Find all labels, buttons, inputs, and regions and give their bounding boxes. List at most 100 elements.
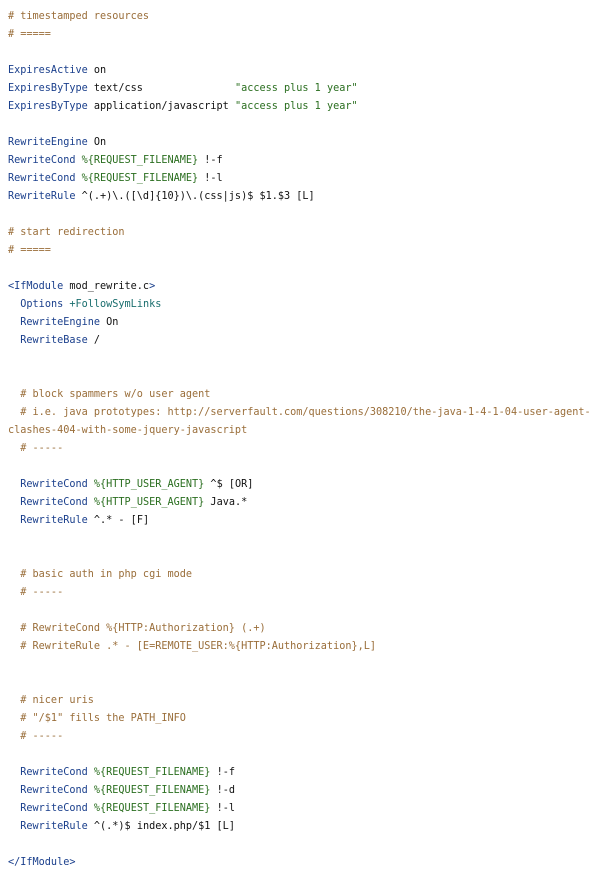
code-line: ExpiresByType text/css "access plus 1 ye… <box>8 80 600 98</box>
code-token-plain <box>8 767 20 778</box>
code-line: RewriteCond %{REQUEST_FILENAME} !-f <box>8 152 600 170</box>
code-token-directive: RewriteBase <box>20 335 88 346</box>
code-token-var: %{HTTP_USER_AGENT} <box>93 479 205 490</box>
code-line: # ----- <box>8 440 600 458</box>
code-line: # ===== <box>8 242 600 260</box>
code-token-plain: ^$ [OR] <box>204 479 254 490</box>
code-token-plain: text/css <box>87 83 235 94</box>
code-token-plain: ^(.+)\.([\d]{10})\.(css|js)$ $1.$3 [L] <box>75 191 315 202</box>
code-token-comment: # i.e. java prototypes: http://serverfau… <box>8 407 591 418</box>
code-token-comment: # "/$1" fills the PATH_INFO <box>8 713 186 724</box>
code-token-comment: # ----- <box>8 587 64 598</box>
code-token-directive: RewriteRule <box>20 821 88 832</box>
code-token-var: %{HTTP_USER_AGENT} <box>93 497 205 508</box>
code-line: # ===== <box>8 26 600 44</box>
code-token-directive: RewriteCond <box>8 173 76 184</box>
code-token-plain: !-f <box>210 767 235 778</box>
code-token-plain: application/javascript <box>87 101 235 112</box>
code-token-comment: # timestamped resources <box>8 11 150 22</box>
code-token-plain <box>8 785 20 796</box>
code-line: ExpiresByType application/javascript "ac… <box>8 98 600 116</box>
code-token-directive: ExpiresByType <box>8 101 88 112</box>
blank-line <box>8 206 600 224</box>
code-token-comment: # ----- <box>8 731 64 742</box>
code-token-directive: RewriteCond <box>20 785 88 796</box>
code-token-plain <box>8 497 20 508</box>
code-token-comment: # ===== <box>8 245 51 256</box>
code-token-tag: > <box>149 281 156 292</box>
code-token-plain <box>8 515 20 526</box>
code-line: clashes-404-with-some-jquery-javascript <box>8 422 600 440</box>
code-token-plain: mod_rewrite.c <box>63 281 150 292</box>
code-line: # RewriteCond %{HTTP:Authorization} (.+) <box>8 620 600 638</box>
code-line: RewriteRule ^(.*)$ index.php/$1 [L] <box>8 818 600 836</box>
code-line: RewriteCond %{REQUEST_FILENAME} !-l <box>8 170 600 188</box>
code-token-plain <box>8 317 20 328</box>
code-line: # ----- <box>8 728 600 746</box>
blank-line <box>8 44 600 62</box>
code-line: RewriteEngine On <box>8 134 600 152</box>
code-token-directive: RewriteEngine <box>20 317 101 328</box>
code-line: # timestamped resources <box>8 8 600 26</box>
code-token-plain <box>8 299 20 310</box>
code-token-plain <box>8 479 20 490</box>
code-line: RewriteRule ^.* - [F] <box>8 512 600 530</box>
code-line: # start redirection <box>8 224 600 242</box>
code-token-directive: RewriteEngine <box>8 137 88 148</box>
code-line: # ----- <box>8 584 600 602</box>
code-token-comment: # block spammers w/o user agent <box>8 389 211 400</box>
code-token-directive: RewriteRule <box>8 191 76 202</box>
code-line: # RewriteRule .* - [E=REMOTE_USER:%{HTTP… <box>8 638 600 656</box>
code-line: RewriteBase / <box>8 332 600 350</box>
code-token-comment: clashes-404-with-some-jquery-javascript <box>8 425 248 436</box>
code-token-directive: RewriteCond <box>20 767 88 778</box>
code-line: # i.e. java prototypes: http://serverfau… <box>8 404 600 422</box>
blank-line <box>8 836 600 854</box>
code-token-var: %{REQUEST_FILENAME} <box>81 173 199 184</box>
code-token-directive: ExpiresByType <box>8 83 88 94</box>
code-token-plain <box>8 821 20 832</box>
code-token-plain: Java.* <box>204 497 248 508</box>
blank-line <box>8 656 600 674</box>
code-token-plain <box>8 803 20 814</box>
code-line: ExpiresActive on <box>8 62 600 80</box>
blank-line <box>8 548 600 566</box>
code-token-plain: !-f <box>198 155 223 166</box>
code-token-comment: # nicer uris <box>8 695 94 706</box>
code-token-directive: RewriteRule <box>20 515 88 526</box>
code-token-plain <box>8 335 20 346</box>
code-token-plain: on <box>87 65 107 76</box>
code-token-comment: # RewriteCond %{HTTP:Authorization} (.+) <box>8 623 266 634</box>
blank-line <box>8 458 600 476</box>
blank-line <box>8 116 600 134</box>
code-line: RewriteCond %{HTTP_USER_AGENT} Java.* <box>8 494 600 512</box>
code-line: # basic auth in php cgi mode <box>8 566 600 584</box>
code-line: RewriteEngine On <box>8 314 600 332</box>
code-line: <IfModule mod_rewrite.c> <box>8 278 600 296</box>
code-token-comment: # RewriteRule .* - [E=REMOTE_USER:%{HTTP… <box>8 641 377 652</box>
code-line: RewriteCond %{HTTP_USER_AGENT} ^$ [OR] <box>8 476 600 494</box>
blank-line <box>8 350 600 368</box>
code-token-string: "access plus 1 year" <box>234 101 358 112</box>
code-line: # nicer uris <box>8 692 600 710</box>
code-line: RewriteRule ^(.+)\.([\d]{10})\.(css|js)$… <box>8 188 600 206</box>
code-token-plain: !-l <box>210 803 235 814</box>
code-token-option: +FollowSymLinks <box>63 299 162 310</box>
code-token-directive: RewriteCond <box>20 803 88 814</box>
code-line: # "/$1" fills the PATH_INFO <box>8 710 600 728</box>
code-token-plain: !-d <box>210 785 235 796</box>
code-token-string: "access plus 1 year" <box>234 83 358 94</box>
code-token-plain: On <box>100 317 119 328</box>
blank-line <box>8 602 600 620</box>
code-token-comment: # ----- <box>8 443 64 454</box>
code-token-directive: ExpiresActive <box>8 65 88 76</box>
code-token-var: %{REQUEST_FILENAME} <box>81 155 199 166</box>
code-token-directive: RewriteCond <box>8 155 76 166</box>
code-token-tag: </IfModule> <box>8 857 76 868</box>
code-token-comment: # ===== <box>8 29 51 40</box>
code-token-var: %{REQUEST_FILENAME} <box>93 803 211 814</box>
code-token-plain: ^(.*)$ index.php/$1 [L] <box>87 821 235 832</box>
code-token-var: %{REQUEST_FILENAME} <box>93 767 211 778</box>
code-token-plain: On <box>87 137 107 148</box>
